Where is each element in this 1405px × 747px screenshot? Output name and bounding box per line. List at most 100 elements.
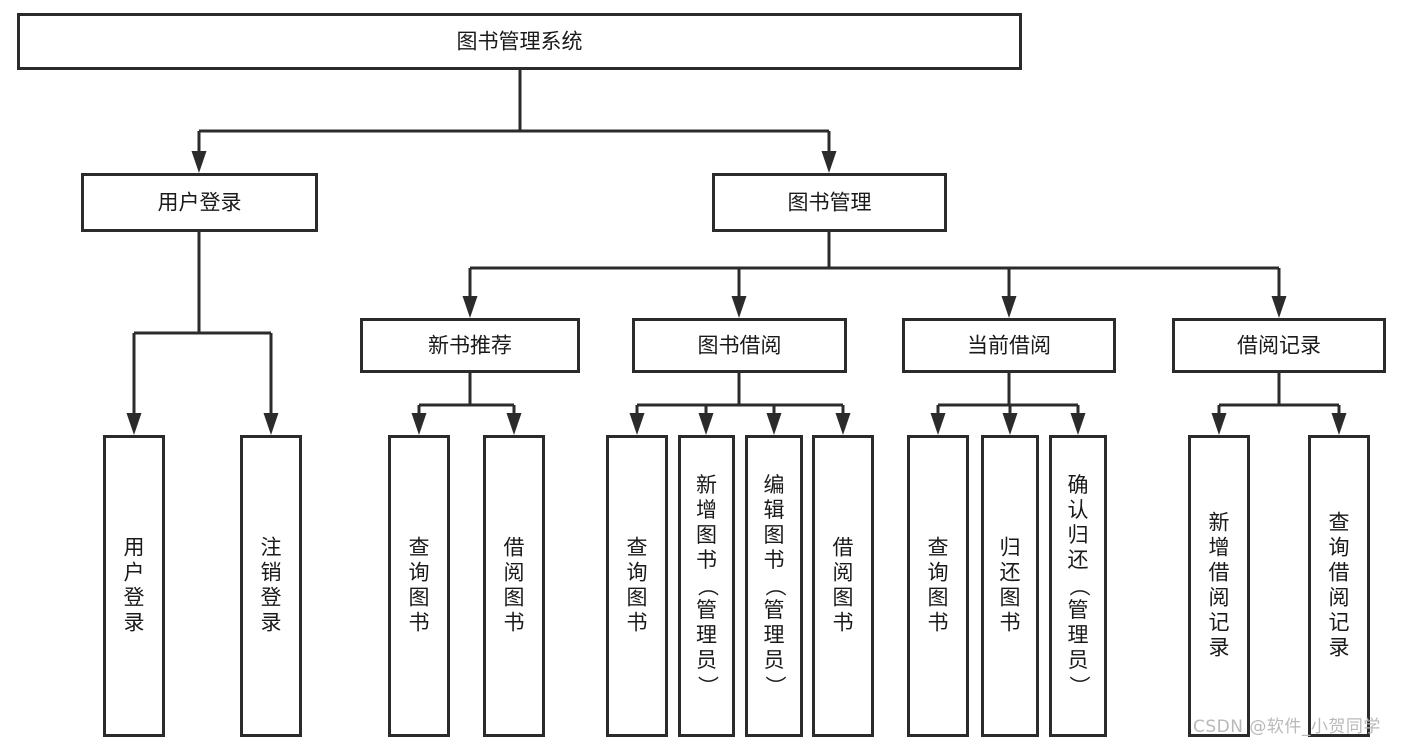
- node-box-outline[interactable]: [240, 435, 302, 737]
- node-label-char: 询: [627, 561, 648, 585]
- node-label-char: 认: [1068, 498, 1089, 522]
- connector-group-newbook-leaves: [411, 373, 522, 435]
- node-box-outline[interactable]: [678, 435, 735, 737]
- node-box-outline[interactable]: [812, 435, 874, 737]
- node-label-char: 管: [1068, 598, 1089, 622]
- node-box-outline[interactable]: [1308, 435, 1370, 737]
- node-box-outline[interactable]: [981, 435, 1039, 737]
- node-l3_d[interactable]: 借阅记录: [1172, 318, 1386, 373]
- node-label-char: 书: [409, 611, 430, 635]
- node-label: 图书借阅: [698, 334, 782, 358]
- node-l3_b[interactable]: 图书借阅: [632, 318, 847, 373]
- node-l3_c[interactable]: 当前借阅: [902, 318, 1116, 373]
- node-box-outline[interactable]: [483, 435, 545, 737]
- node-label-char: 查: [627, 536, 648, 560]
- csdn-watermark: CSDN @软件_小贺同学: [1193, 717, 1381, 737]
- node-label-char: （: [1067, 576, 1091, 597]
- node-l3_a[interactable]: 新书推荐: [360, 318, 580, 373]
- node-box-outline[interactable]: [103, 435, 165, 737]
- node-label-char: 录: [261, 611, 282, 635]
- node-leaf_1[interactable]: 用户登录: [103, 435, 165, 737]
- connector-group-record-leaves: [1211, 373, 1347, 435]
- node-box-outline[interactable]: [902, 318, 1116, 373]
- node-label-char: 还: [1000, 561, 1021, 585]
- node-label: 图书管理: [788, 191, 872, 215]
- node-box-outline[interactable]: [1188, 435, 1250, 737]
- node-label-char: 员: [1068, 648, 1089, 672]
- node-box-outline[interactable]: [17, 13, 1022, 70]
- node-label-char: 录: [1329, 636, 1350, 660]
- node-box-outline[interactable]: [388, 435, 450, 737]
- node-label-char: 录: [1209, 636, 1230, 660]
- node-label: 用户登录: [124, 536, 145, 635]
- node-label-char: 记: [1329, 611, 1350, 635]
- node-label-char: 还: [1068, 548, 1089, 572]
- connector-arrowhead-icon: [263, 413, 279, 435]
- node-l2_a[interactable]: 用户登录: [81, 173, 318, 232]
- node-box-outline[interactable]: [1172, 318, 1386, 373]
- node-label-char: 询: [928, 561, 949, 585]
- node-label-char: 书: [764, 548, 785, 572]
- node-label-char: 销: [261, 561, 282, 585]
- connector-edges-layer: [126, 70, 1347, 435]
- connector-arrowhead-icon: [835, 413, 851, 435]
- node-box-outline[interactable]: [360, 318, 580, 373]
- connector-group-current-leaves: [930, 373, 1086, 435]
- node-label-char: 阅: [833, 561, 854, 585]
- node-label-char: 用: [124, 536, 145, 560]
- node-label-char: 书: [627, 611, 648, 635]
- connector-arrowhead-icon: [1070, 413, 1086, 435]
- node-label-char: 图: [833, 586, 854, 610]
- node-box-outline[interactable]: [712, 173, 947, 232]
- node-box-outline[interactable]: [907, 435, 969, 737]
- node-label-char: 书: [1000, 611, 1021, 635]
- node-label-char: 归: [1000, 536, 1021, 560]
- node-root[interactable]: 图书管理系统: [17, 13, 1022, 70]
- connector-group-root-to-level2: [191, 70, 837, 173]
- node-label-char: 阅: [1329, 586, 1350, 610]
- node-label: 用户登录: [158, 191, 242, 215]
- connector-arrowhead-icon: [1211, 413, 1227, 435]
- connector-arrowhead-icon: [1331, 413, 1347, 435]
- node-box-outline[interactable]: [632, 318, 847, 373]
- node-label: 当前借阅: [967, 334, 1051, 358]
- node-label: 借阅记录: [1237, 334, 1321, 358]
- node-l2_b[interactable]: 图书管理: [712, 173, 947, 232]
- connector-arrowhead-icon: [1271, 296, 1287, 318]
- node-label-char: 新: [1209, 511, 1230, 535]
- node-box-outline[interactable]: [606, 435, 668, 737]
- connector-arrowhead-icon: [1002, 413, 1018, 435]
- node-label-char: 理: [696, 623, 717, 647]
- node-label-char: 注: [261, 536, 282, 560]
- connector-group-login-to-leaves: [126, 232, 279, 435]
- node-box-outline[interactable]: [745, 435, 803, 737]
- node-box-outline[interactable]: [81, 173, 318, 232]
- node-label-char: ）: [1067, 676, 1091, 697]
- connector-arrowhead-icon: [506, 413, 522, 435]
- node-label-char: 图: [764, 523, 785, 547]
- node-label-char: 书: [696, 548, 717, 572]
- node-box-outline[interactable]: [1049, 435, 1107, 737]
- connector-arrowhead-icon: [126, 413, 142, 435]
